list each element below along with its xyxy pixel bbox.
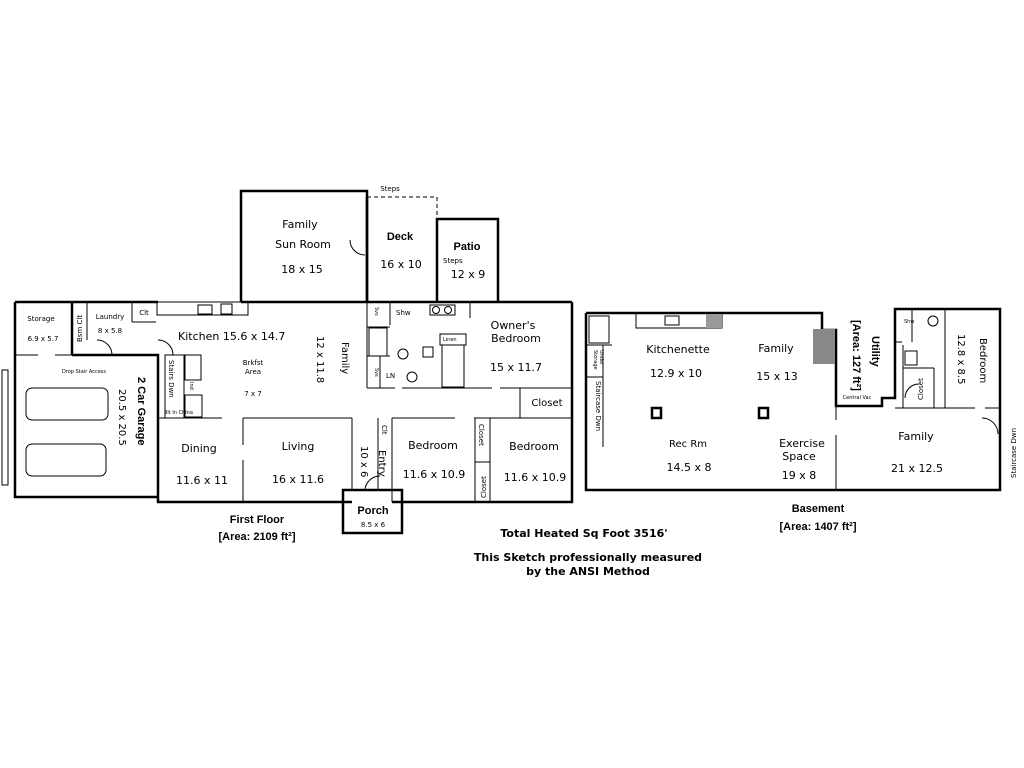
- room-label: Linen: [443, 337, 457, 343]
- room-label: Area: [245, 368, 261, 376]
- room-label: Bedroom: [491, 332, 541, 345]
- room-dimensions: 21 x 12.5: [891, 462, 943, 475]
- room-dimensions: 16 x 11.6: [272, 473, 324, 486]
- room-label: Shw: [904, 319, 914, 325]
- room-dimensions: 15 x 11.7: [490, 361, 542, 374]
- room-label: 2 Car Garage: [135, 377, 147, 445]
- room-label: Svs: [373, 368, 379, 377]
- basement-walls: [584, 307, 1002, 492]
- room-label: Brkfst: [243, 359, 264, 367]
- room-label: Family: [282, 218, 318, 231]
- support-post: [757, 406, 770, 420]
- room-label: Deck: [387, 231, 414, 243]
- room-label: Kitchenette: [646, 343, 710, 356]
- room-dimensions: 8 x 5.8: [98, 327, 122, 335]
- room-label: Exercise: [779, 437, 825, 450]
- room-label: Central Vac: [843, 395, 872, 401]
- room-dimensions: 12 x 11.8: [314, 336, 325, 383]
- room-label: Sun Room: [275, 238, 331, 251]
- room-dimensions: 12.9 x 10: [650, 367, 702, 380]
- room-dimensions: 11.6 x 11: [176, 474, 228, 487]
- first-floor-walls: [1, 189, 574, 535]
- room-dimensions: 20.5 x 20.5: [116, 389, 127, 446]
- room-label: Svs: [373, 307, 379, 316]
- room-label: Entry: [376, 450, 387, 477]
- room-label: LN: [386, 372, 395, 380]
- room-label: Drop Stair Access: [62, 369, 106, 375]
- room-label: Owner's: [491, 319, 536, 332]
- room-label: Storage: [27, 315, 54, 323]
- room-label: Family: [339, 342, 350, 374]
- room-label: Closet: [531, 398, 562, 409]
- measurement-note: by the ANSI Method: [526, 565, 650, 578]
- room-label: Stairs Dwn: [167, 360, 175, 398]
- room-label: Staircase Dwn: [1010, 428, 1018, 478]
- exterior-steps: [1, 369, 9, 486]
- room-dimensions: 10 x 6: [358, 446, 369, 477]
- floor-title: Basement: [792, 503, 845, 515]
- room-label: Space: [782, 450, 816, 463]
- garage-wall: [13, 302, 158, 499]
- floor-area: [Area: 2109 ft²]: [218, 531, 295, 543]
- room-label: Ind: [188, 382, 194, 390]
- floor-title: First Floor: [230, 514, 285, 526]
- patio-wall: [435, 217, 500, 302]
- measurement-note: This Sketch professionally measured: [474, 551, 702, 564]
- room-label: Bedroom: [509, 440, 559, 453]
- notes: Total Heated Sq Foot 3516' This Sketch p…: [474, 527, 702, 578]
- room-dimensions: 6.9 x 5.7: [28, 335, 59, 343]
- room-label: Clt: [139, 309, 149, 317]
- room-label: Staircase Dwn: [594, 381, 602, 431]
- room-area: [Area: 127 ft²]: [850, 320, 862, 391]
- room-dimensions: 14.5 x 8: [667, 461, 712, 474]
- room-dimensions: 7 x 7: [244, 390, 262, 398]
- porch-wall: [341, 488, 404, 535]
- room-label: Clt: [380, 425, 388, 435]
- room-dimensions: 15 x 13: [756, 370, 798, 383]
- basement-labels: Kitchenette 12.9 x 10 Family 15 x 13 Uti…: [592, 319, 1018, 533]
- room-label: Dining: [181, 442, 217, 455]
- room-label: Storage: [592, 350, 598, 370]
- room-label: Living: [282, 440, 315, 453]
- room-label: Family: [898, 430, 934, 443]
- room-dimensions: 11.6 x 10.9: [504, 471, 567, 484]
- room-label: Family: [758, 342, 794, 355]
- room-label: Shw: [396, 309, 411, 317]
- car-icon: [25, 387, 109, 421]
- room-label: Under: [598, 350, 604, 366]
- truck-icon: [25, 443, 107, 477]
- room-label: Bedroom: [977, 338, 988, 383]
- room-label: Closet: [477, 424, 485, 446]
- room-label: Closet: [917, 378, 925, 400]
- room-label: Bsm Clt: [76, 315, 84, 342]
- room-dimensions: 8.5 x 6: [361, 521, 386, 529]
- room-label: Patio: [454, 241, 481, 253]
- room-label: Blt In China: [164, 410, 193, 416]
- floor-area: [Area: 1407 ft²]: [779, 521, 856, 533]
- steps-label: Steps: [443, 257, 463, 265]
- deck-dashed-edge: [367, 196, 438, 218]
- support-post: [650, 406, 663, 420]
- room-dimensions: 12.8 x 8.5: [955, 334, 966, 384]
- room-label: Porch: [357, 505, 388, 517]
- room-dimensions: 11.6 x 10.9: [403, 468, 466, 481]
- total-sqft: Total Heated Sq Foot 3516': [500, 527, 667, 540]
- room-dimensions: 16 x 10: [380, 258, 422, 271]
- room-label: Closet: [480, 476, 488, 498]
- steps-label: Steps: [380, 185, 400, 193]
- room-dimensions: 18 x 15: [281, 263, 323, 276]
- room-label: Utility: [869, 336, 881, 367]
- room-dimensions: 12 x 9: [451, 268, 486, 281]
- room-label: Kitchen 15.6 x 14.7: [178, 330, 285, 343]
- first-floor-labels: Family Sun Room 18 x 15 Steps Deck 16 x …: [27, 185, 566, 543]
- room-label: Bedroom: [408, 439, 458, 452]
- room-label: Laundry: [96, 313, 125, 321]
- room-dimensions: 19 x 8: [782, 469, 817, 482]
- room-label: Rec Rm: [669, 439, 707, 450]
